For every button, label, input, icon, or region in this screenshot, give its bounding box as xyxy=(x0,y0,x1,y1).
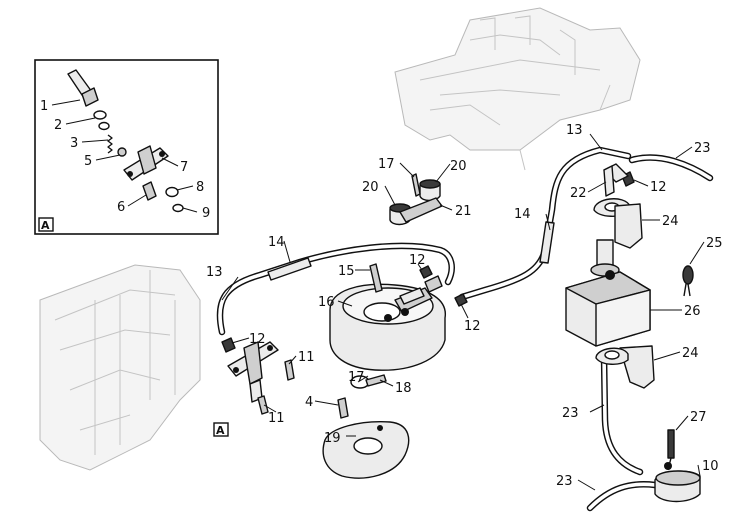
callout-label: 24 xyxy=(662,214,679,229)
screw-4-part xyxy=(337,397,349,419)
screw-17-top-part xyxy=(411,173,421,197)
callout-label: 9 xyxy=(202,206,210,221)
callout-label: 13 xyxy=(206,265,223,280)
callout-label: 5 xyxy=(84,154,92,169)
clip-17-bottom-part xyxy=(350,374,387,389)
screw-11-lower-part xyxy=(257,395,269,415)
callout-label: 10 xyxy=(702,459,719,474)
inset-spring-part xyxy=(107,134,113,154)
callout-label: 7 xyxy=(180,160,188,175)
callout-label: 22 xyxy=(570,186,587,201)
tube-14-sleeve-left xyxy=(267,257,312,281)
callout-label: 12 xyxy=(650,180,667,195)
callout-label: 8 xyxy=(196,180,204,195)
tube-14-right xyxy=(458,146,632,301)
screw-15-part xyxy=(369,263,383,293)
inset-ball-part xyxy=(117,147,127,157)
callout-label: 1 xyxy=(40,99,48,114)
thermostat-20-right-part xyxy=(419,179,441,202)
tube-23-vertical xyxy=(600,351,644,476)
callout-label: 4 xyxy=(305,395,313,410)
bracket-21-part xyxy=(399,197,443,223)
ghost-housing-top xyxy=(394,7,641,171)
inset-gasket-part xyxy=(172,203,184,213)
callout-label: 2 xyxy=(54,118,62,133)
assembly-tag-box xyxy=(213,422,229,437)
callout-label: 3 xyxy=(70,136,78,151)
inset-nozzle-part xyxy=(67,69,99,107)
callout-label: 24 xyxy=(682,346,699,361)
callout-label: 17 xyxy=(348,370,365,385)
thermal-fuse-25-part xyxy=(682,265,694,297)
callout-labels: 1 2 3 5 6 7 8 9 10 11 11 12 12 12 12 13 … xyxy=(40,99,723,489)
inset-tag: A xyxy=(41,219,50,232)
callout-label: 21 xyxy=(455,204,472,219)
callout-label: 17 xyxy=(378,157,395,172)
elbow-22-part xyxy=(603,163,629,197)
inset-tag-box xyxy=(38,217,54,232)
callout-label: 23 xyxy=(562,406,579,421)
fitting-12-left xyxy=(221,337,236,353)
callout-label: 6 xyxy=(117,200,125,215)
fitting-12-boiler-right xyxy=(454,293,468,307)
inset-detail-a: A xyxy=(34,59,219,235)
callout-label: 20 xyxy=(450,159,467,174)
valve-assembly-a-part xyxy=(227,341,279,403)
callout-label: 14 xyxy=(514,207,531,222)
bracket-24-bottom-part xyxy=(595,345,655,389)
inset-screw-part xyxy=(142,181,157,201)
flowmeter-10-part xyxy=(654,462,701,503)
callout-label: 16 xyxy=(318,295,335,310)
callout-label: 23 xyxy=(694,141,711,156)
callout-label: 15 xyxy=(338,264,355,279)
callout-label: 19 xyxy=(324,431,341,446)
callout-label: 20 xyxy=(362,180,379,195)
tube-14-sleeve-right xyxy=(539,221,555,264)
callout-label: 13 xyxy=(566,123,583,138)
callout-label: 14 xyxy=(268,235,285,250)
ghost-housing-left xyxy=(39,264,201,471)
callout-label: 11 xyxy=(268,411,285,426)
callout-label: 11 xyxy=(298,350,315,365)
inset-washer-part xyxy=(93,110,110,131)
callout-label: 12 xyxy=(409,253,426,268)
assembly-tag: A xyxy=(216,424,225,437)
bracket-24-top-part xyxy=(593,198,643,249)
base-19-part xyxy=(322,420,410,479)
callout-label: 12 xyxy=(249,332,266,347)
boiler-part xyxy=(329,283,446,371)
callout-label: 12 xyxy=(464,319,481,334)
callout-label: 23 xyxy=(556,474,573,489)
inset-o-ring-part xyxy=(165,186,179,198)
inset-bracket-part xyxy=(123,145,169,181)
tube-23-top xyxy=(628,154,714,182)
screw-11-upper-part xyxy=(284,359,295,381)
boiler-connector-part xyxy=(399,275,443,305)
callout-label: 26 xyxy=(684,304,701,319)
fitting-12-boiler-top xyxy=(419,265,433,279)
callout-label: 25 xyxy=(706,236,723,251)
callout-label: 18 xyxy=(395,381,412,396)
callout-label: 27 xyxy=(690,410,707,425)
pump-26-part xyxy=(565,239,651,347)
leader-lines xyxy=(51,99,705,491)
tube-23-bottom xyxy=(586,481,659,512)
